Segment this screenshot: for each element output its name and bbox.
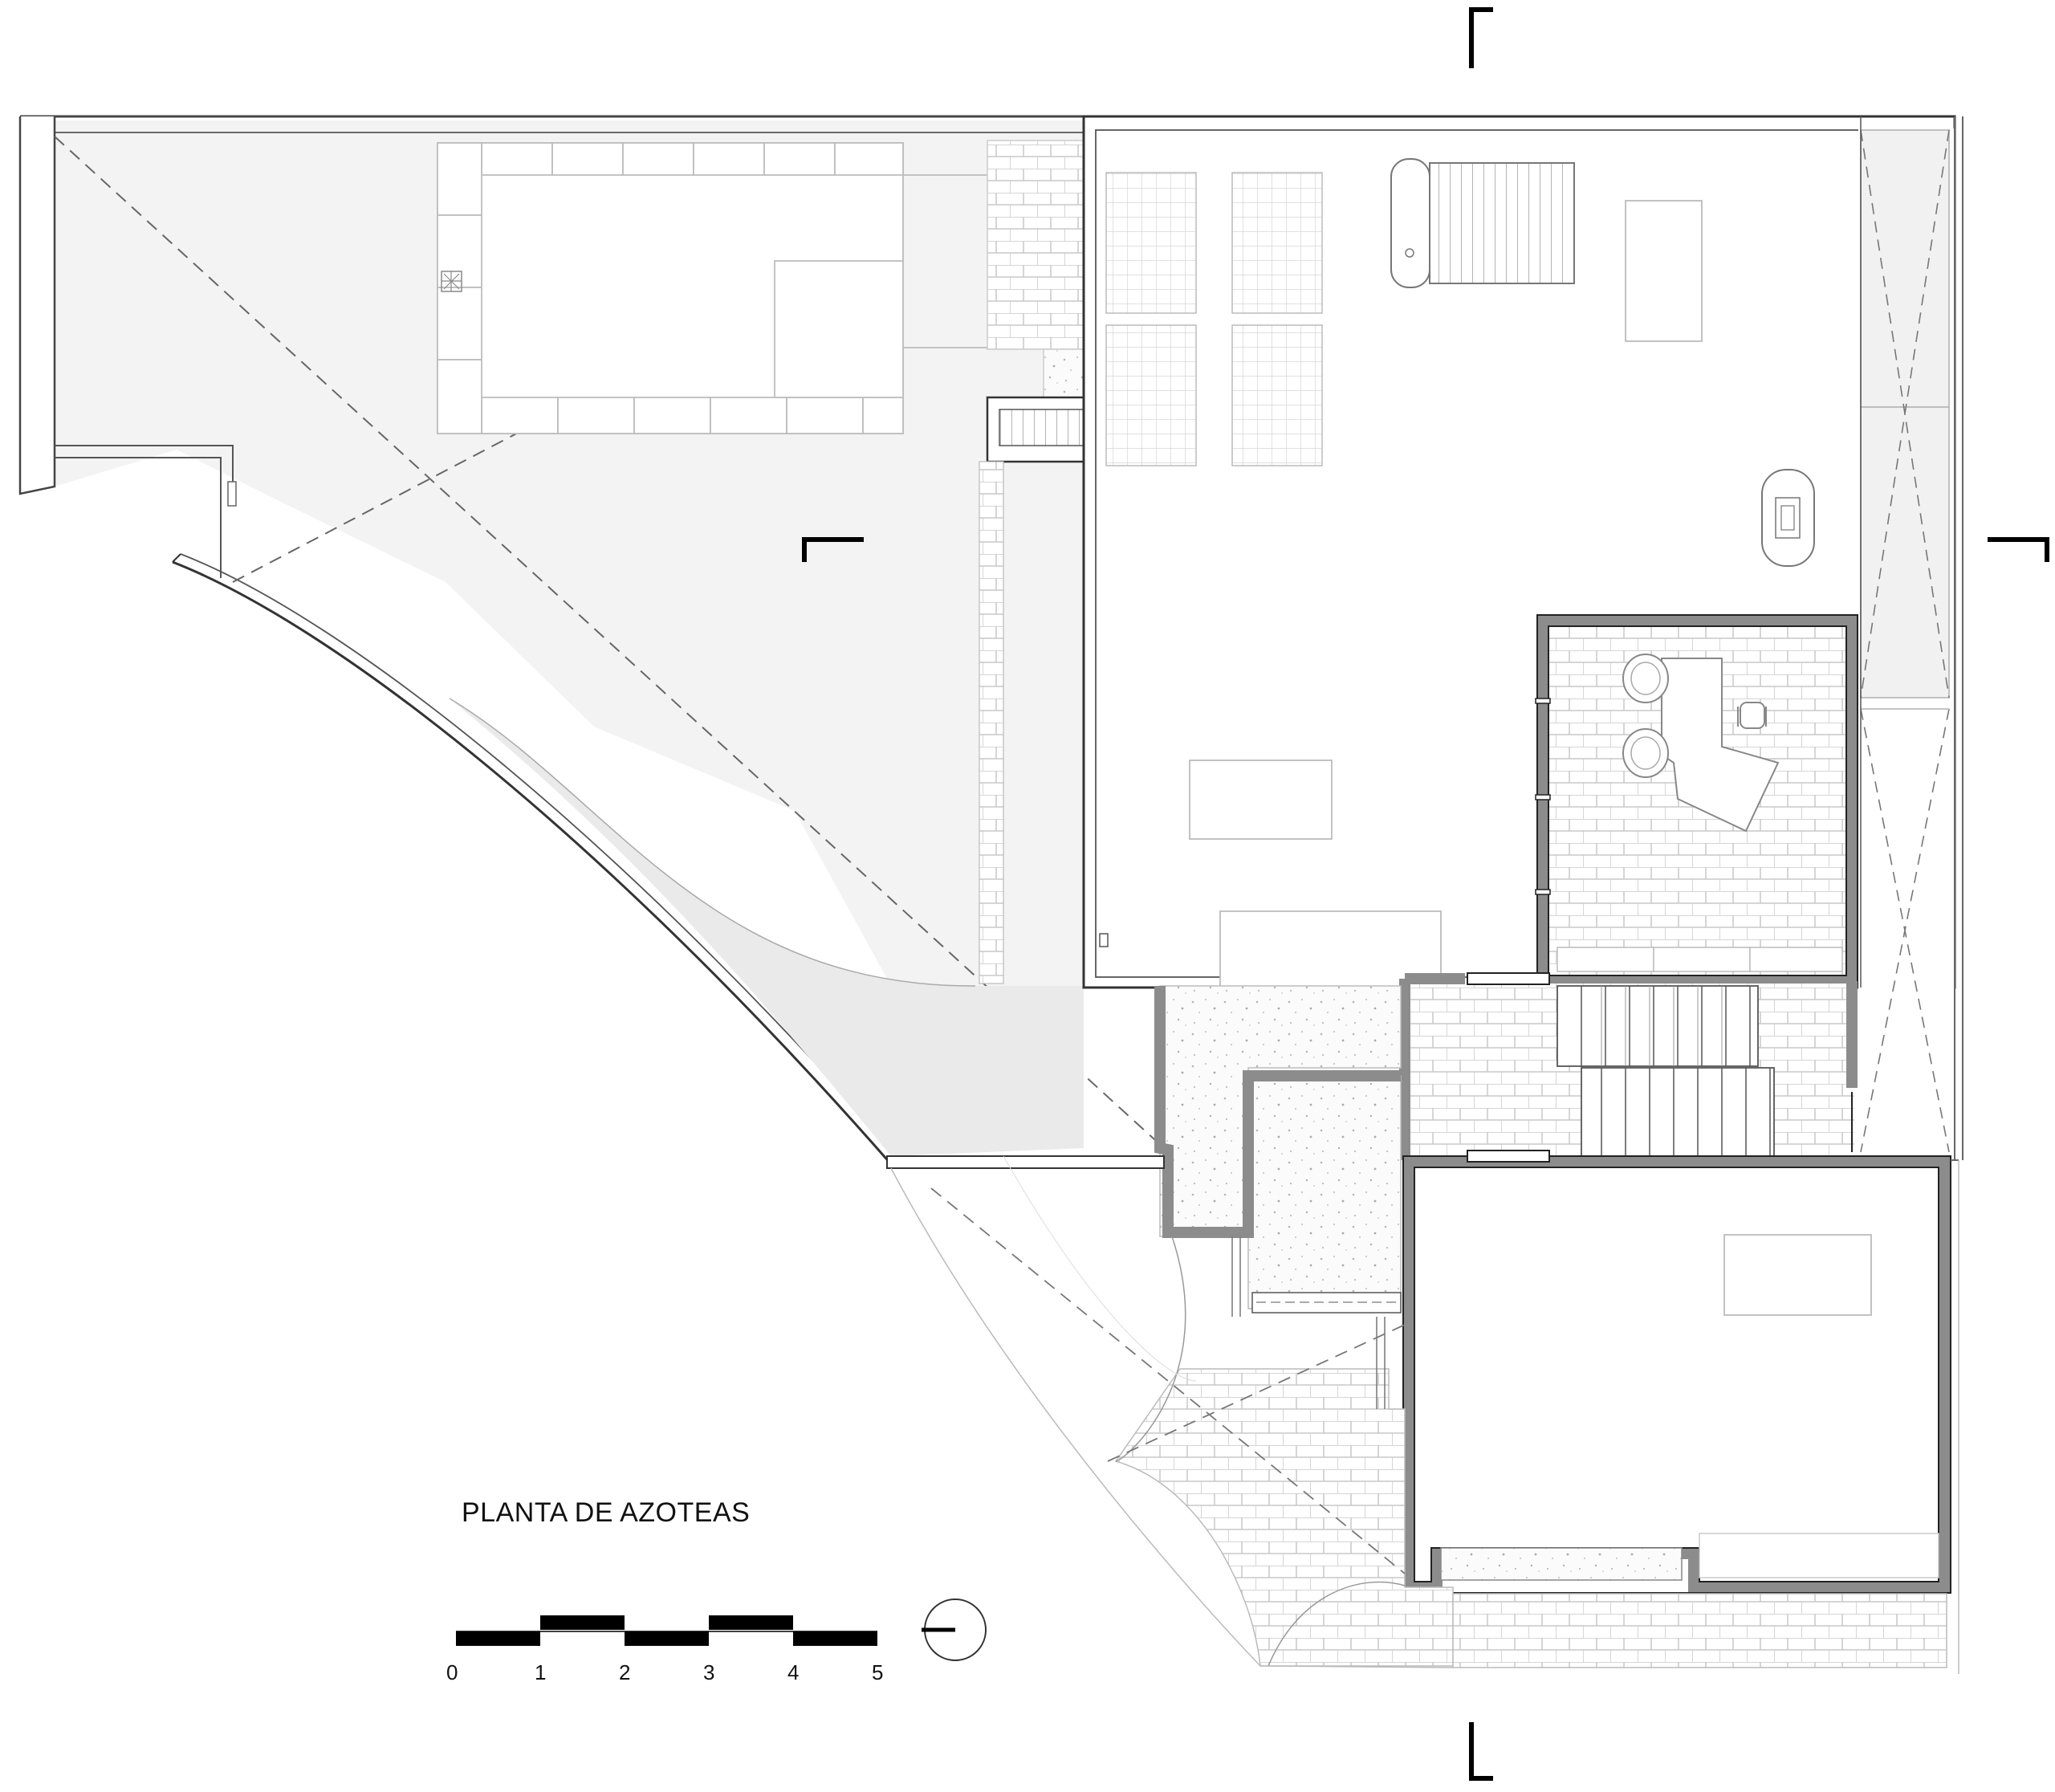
office-room <box>1535 614 1858 988</box>
drawing-title: PLANTA DE AZOTEAS <box>462 1497 750 1528</box>
scale-label: 5 <box>872 1660 883 1684</box>
solar-panel <box>1105 324 1197 466</box>
small-stair <box>986 396 1085 463</box>
drain-icon <box>441 271 462 292</box>
gravel-patio <box>1159 985 1402 1313</box>
scale-label: 3 <box>703 1660 714 1684</box>
solar-panel <box>1231 172 1323 314</box>
chair-icon <box>1622 654 1669 703</box>
tiled-strip <box>987 140 1084 350</box>
chair-icon <box>1622 728 1669 778</box>
scale-label: 4 <box>787 1660 799 1684</box>
chair-icon <box>1737 702 1767 729</box>
water-tank-icon <box>1761 469 1815 567</box>
scale-label: 0 <box>446 1660 458 1684</box>
stair <box>1557 985 1775 1159</box>
main-roof <box>1082 115 1956 989</box>
stair-hall <box>1399 972 1858 1160</box>
solar-panel <box>1105 172 1197 314</box>
tiled-path <box>1452 1593 1947 1668</box>
solar-heater-icon <box>1390 158 1575 288</box>
scale-bar: 0 1 2 3 4 5 <box>446 1615 883 1684</box>
lower-roof <box>1402 1150 1951 1594</box>
north-arrow-icon <box>922 1599 987 1661</box>
scale-label: 1 <box>535 1660 546 1684</box>
tiled-path <box>1114 1368 1454 1667</box>
right-void-strip <box>1858 116 1963 1160</box>
planter-wall <box>1154 986 1401 1238</box>
section-marker <box>802 7 2049 1781</box>
scale-label: 2 <box>619 1660 630 1684</box>
solar-panel <box>1231 324 1323 466</box>
